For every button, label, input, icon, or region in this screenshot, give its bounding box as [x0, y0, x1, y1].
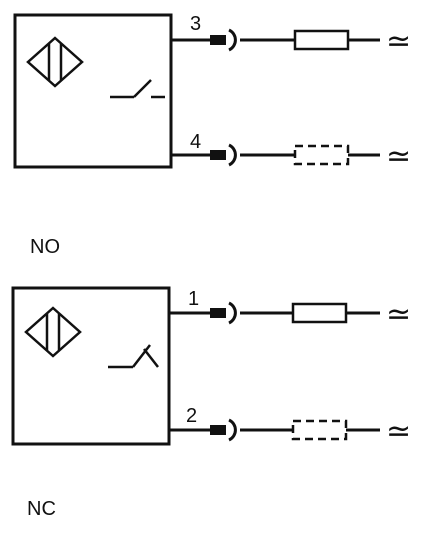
connector-plug-icon	[210, 425, 226, 435]
connector-socket-icon	[228, 301, 237, 325]
load-resistor-icon	[291, 302, 348, 324]
connector-plug-icon	[210, 150, 226, 160]
wire-terminal-2	[169, 418, 380, 442]
terminal-label-3: 3	[190, 13, 201, 35]
terminal-label-1: 1	[188, 288, 199, 310]
diagram-no	[13, 13, 380, 169]
connector-socket-icon	[228, 28, 237, 52]
load-resistor-icon	[293, 29, 350, 51]
ac-supply-symbol: ≃	[386, 298, 411, 331]
ac-supply-symbol: ≃	[386, 415, 411, 448]
sensor-symbol-icon	[24, 306, 82, 358]
optional-load-icon	[293, 144, 350, 166]
sensor-symbol-icon	[26, 36, 84, 88]
diagram-caption-nc: NC	[27, 498, 56, 520]
sensor-housing-nc	[11, 286, 171, 446]
normally-open-contact-icon	[110, 79, 165, 99]
optional-load-icon	[291, 419, 348, 441]
ac-supply-symbol: ≃	[386, 140, 411, 173]
terminal-label-2: 2	[186, 405, 197, 427]
connector-plug-icon	[210, 35, 226, 45]
sensor-housing-no	[13, 13, 173, 169]
wire-terminal-1	[169, 301, 380, 325]
connector-socket-icon	[228, 418, 237, 442]
diagram-nc	[11, 286, 380, 446]
wire-terminal-3	[171, 28, 380, 52]
terminal-label-4: 4	[190, 131, 201, 153]
diagram-caption-no: NO	[30, 236, 60, 258]
wire-terminal-4	[171, 143, 380, 167]
connector-plug-icon	[210, 308, 226, 318]
ac-supply-symbol: ≃	[386, 25, 411, 58]
connector-socket-icon	[228, 143, 237, 167]
normally-closed-contact-icon	[108, 344, 159, 369]
